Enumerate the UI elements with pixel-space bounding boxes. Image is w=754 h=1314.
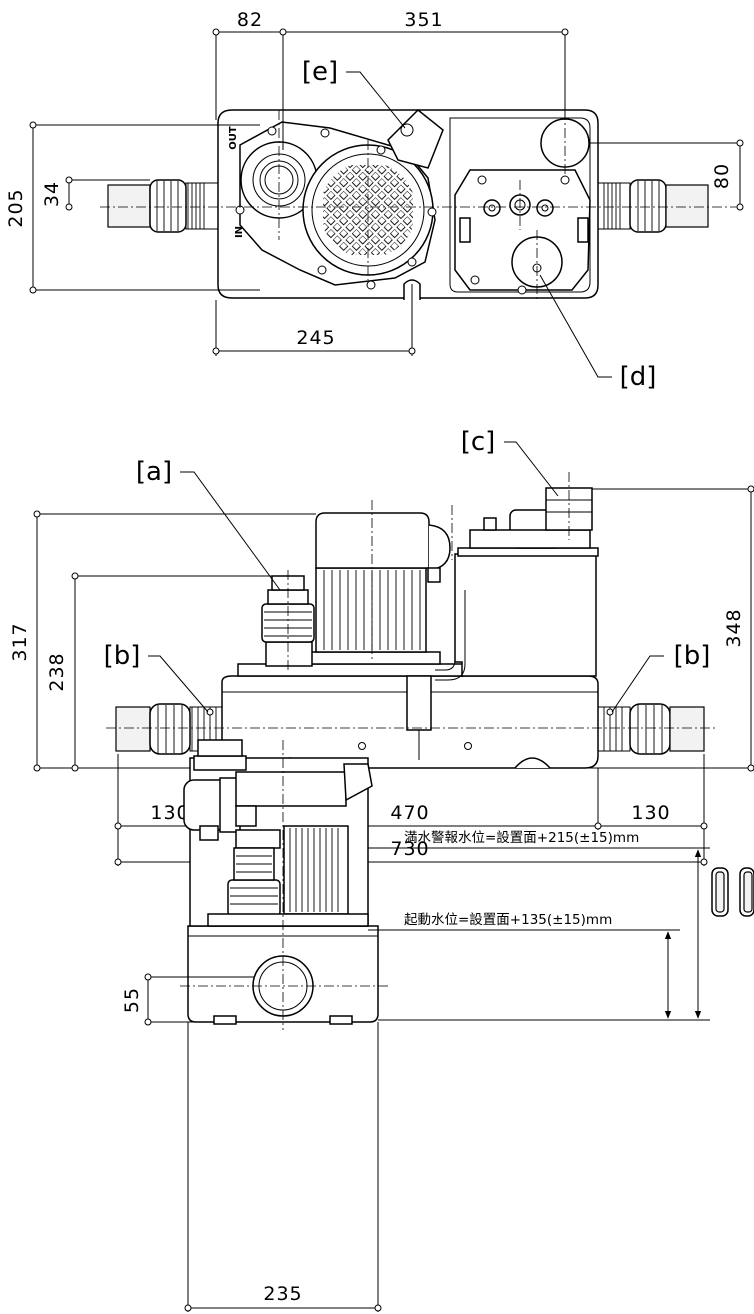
callout-b-left: [b] [104,641,141,671]
dim-238: 238 [46,652,68,691]
dim-55: 55 [121,987,143,1013]
dim-730: 730 [390,838,429,860]
dim-80: 80 [711,163,733,189]
dim-205: 205 [5,188,27,227]
dim-82: 82 [237,9,263,31]
dim-348: 348 [723,608,745,647]
top-view: OUT IN 82 351 205 34 80 [5,9,744,392]
dim-34: 34 [41,181,63,207]
dim-130-right: 130 [631,802,670,824]
dim-470: 470 [390,802,429,824]
alarm-level-note: 満水警報水位=設置面+215(±15)mm [404,830,639,846]
callout-e: [e] [302,57,338,87]
dim-235: 235 [263,1283,302,1305]
dim-351: 351 [404,9,443,31]
callout-d: [d] [620,362,657,392]
dim-130-left: 130 [150,802,189,824]
dim-317: 317 [9,622,31,661]
start-level-note: 起動水位=設置面+135(±15)mm [404,912,612,928]
in-mark: IN [234,226,245,238]
callout-a: [a] [136,457,172,487]
callout-c: [c] [461,427,496,457]
front-view: 317 238 348 130 470 130 730 [a] [b] [b] … [9,427,754,917]
side-view: 満水警報水位=設置面+215(±15)mm 起動水位=設置面+135(±15)m… [121,739,710,1312]
dim-245: 245 [296,327,335,349]
out-mark: OUT [228,126,239,150]
callout-b-right: [b] [674,641,711,671]
